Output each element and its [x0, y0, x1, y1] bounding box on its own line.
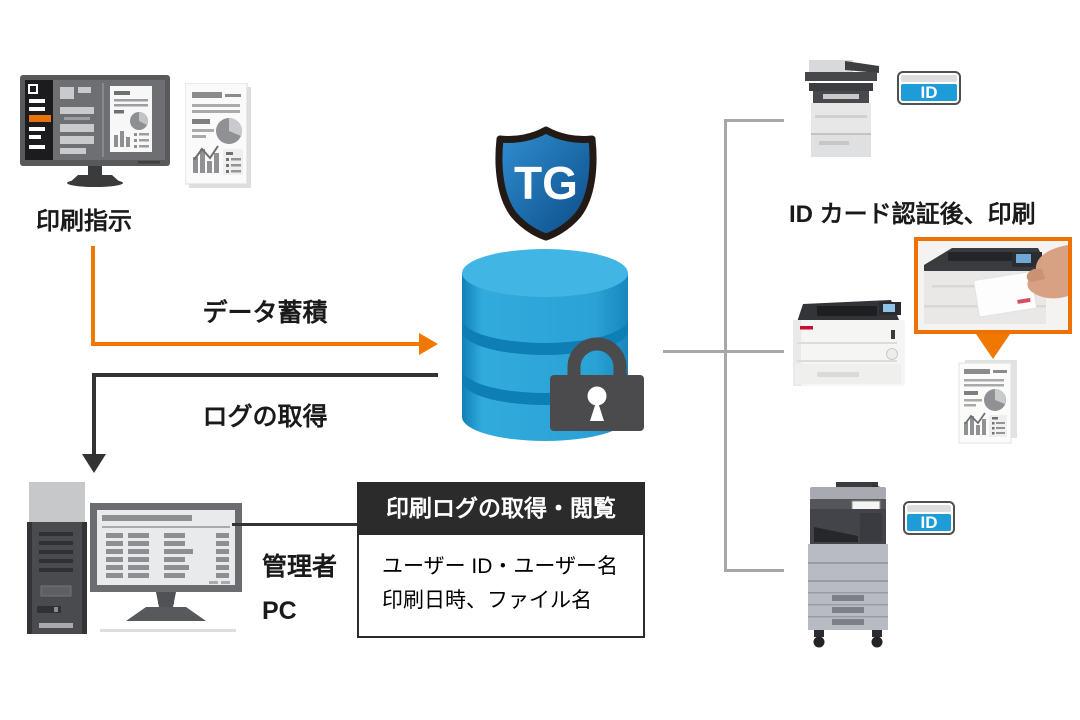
shield-text: TG — [514, 157, 578, 209]
id-card-label: ID — [901, 83, 957, 102]
print-log-box: 印刷ログの取得・閲覧 ユーザー ID・ユーザー名 印刷日時、ファイル名 — [357, 482, 645, 639]
id-card-bottom: ID — [903, 501, 955, 535]
admin-label-line2: PC — [262, 597, 297, 625]
connector-trunk — [724, 119, 727, 572]
id-card-stripe — [901, 75, 957, 82]
data-accumulation-arrow-vertical — [91, 246, 95, 346]
tg-shield-icon: TG — [495, 126, 597, 241]
print-document-icon — [185, 83, 251, 188]
admin-monitor-icon — [90, 503, 242, 632]
printer-middle-icon — [793, 300, 905, 386]
id-card-top: ID — [897, 71, 961, 105]
mfp-bottom-icon — [808, 482, 888, 648]
photo-pointer-icon — [976, 334, 1010, 359]
print-log-box-body: ユーザー ID・ユーザー名 印刷日時、ファイル名 — [357, 535, 645, 639]
log-retrieval-label: ログの取得 — [202, 403, 328, 431]
print-log-line-2: 印刷日時、ファイル名 — [382, 589, 592, 613]
print-instruction-label: 印刷指示 — [36, 208, 132, 235]
data-accumulation-arrow-horizontal — [91, 342, 421, 346]
lock-icon — [550, 337, 644, 431]
id-card-label: ID — [907, 513, 951, 532]
admin-label-line1: 管理者 — [262, 553, 338, 581]
print-log-line-1: ユーザー ID・ユーザー名 — [382, 555, 618, 578]
printed-document-icon — [958, 360, 1017, 444]
card-auth-photo-image — [918, 241, 1068, 330]
log-retrieval-arrowhead-icon — [82, 454, 106, 473]
card-auth-photo — [914, 237, 1072, 334]
id-card-stripe — [907, 505, 951, 512]
log-retrieval-arrow-horizontal — [94, 373, 438, 377]
log-retrieval-arrow-vertical — [92, 373, 96, 456]
admin-to-logbox-line — [232, 523, 358, 526]
mfp-top-icon — [805, 60, 879, 157]
user-monitor-icon — [20, 75, 170, 187]
pc-tower-icon — [27, 482, 87, 634]
id-card-auth-label: ID カード認証後、印刷 — [789, 201, 1036, 228]
data-accumulation-label: データ蓄積 — [202, 299, 328, 327]
print-log-box-title: 印刷ログの取得・閲覧 — [357, 482, 645, 535]
data-accumulation-arrowhead-icon — [419, 333, 438, 355]
connector-top — [724, 119, 784, 122]
connector-middle — [663, 350, 784, 353]
connector-bottom — [724, 569, 784, 572]
